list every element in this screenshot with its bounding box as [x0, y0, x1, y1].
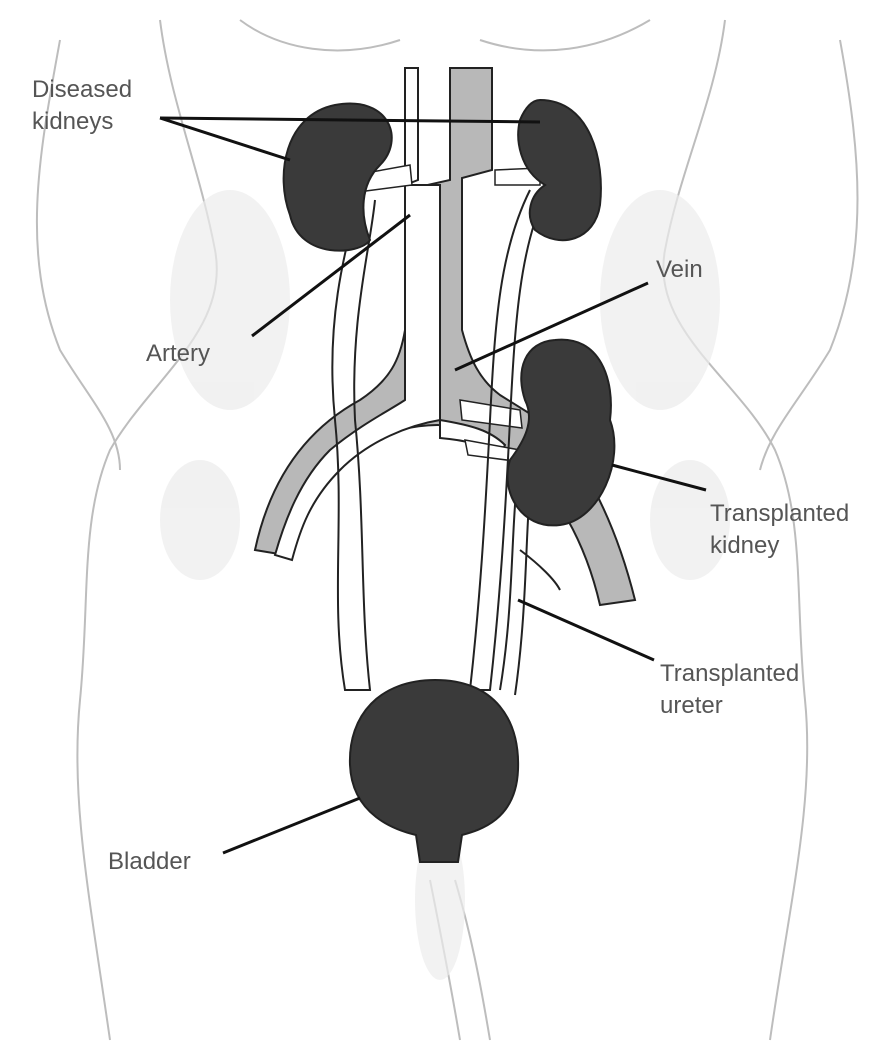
- leader-transplanted-ureter: [518, 600, 654, 660]
- label-diseased-kidneys-line2: kidneys: [32, 108, 113, 136]
- leader-bladder: [223, 798, 360, 853]
- leader-diseased-left: [160, 118, 290, 160]
- label-artery: Artery: [146, 340, 210, 368]
- label-transplanted-ureter-line2: ureter: [660, 692, 723, 720]
- label-transplanted-kidney-line1: Transplanted: [710, 500, 849, 528]
- label-bladder: Bladder: [108, 848, 191, 876]
- label-transplanted-kidney-line2: kidney: [710, 532, 779, 560]
- label-transplanted-ureter-line1: Transplanted: [660, 660, 799, 688]
- bladder: [350, 680, 518, 862]
- label-vein: Vein: [656, 256, 703, 284]
- label-diseased-kidneys-line1: Diseased: [32, 76, 132, 104]
